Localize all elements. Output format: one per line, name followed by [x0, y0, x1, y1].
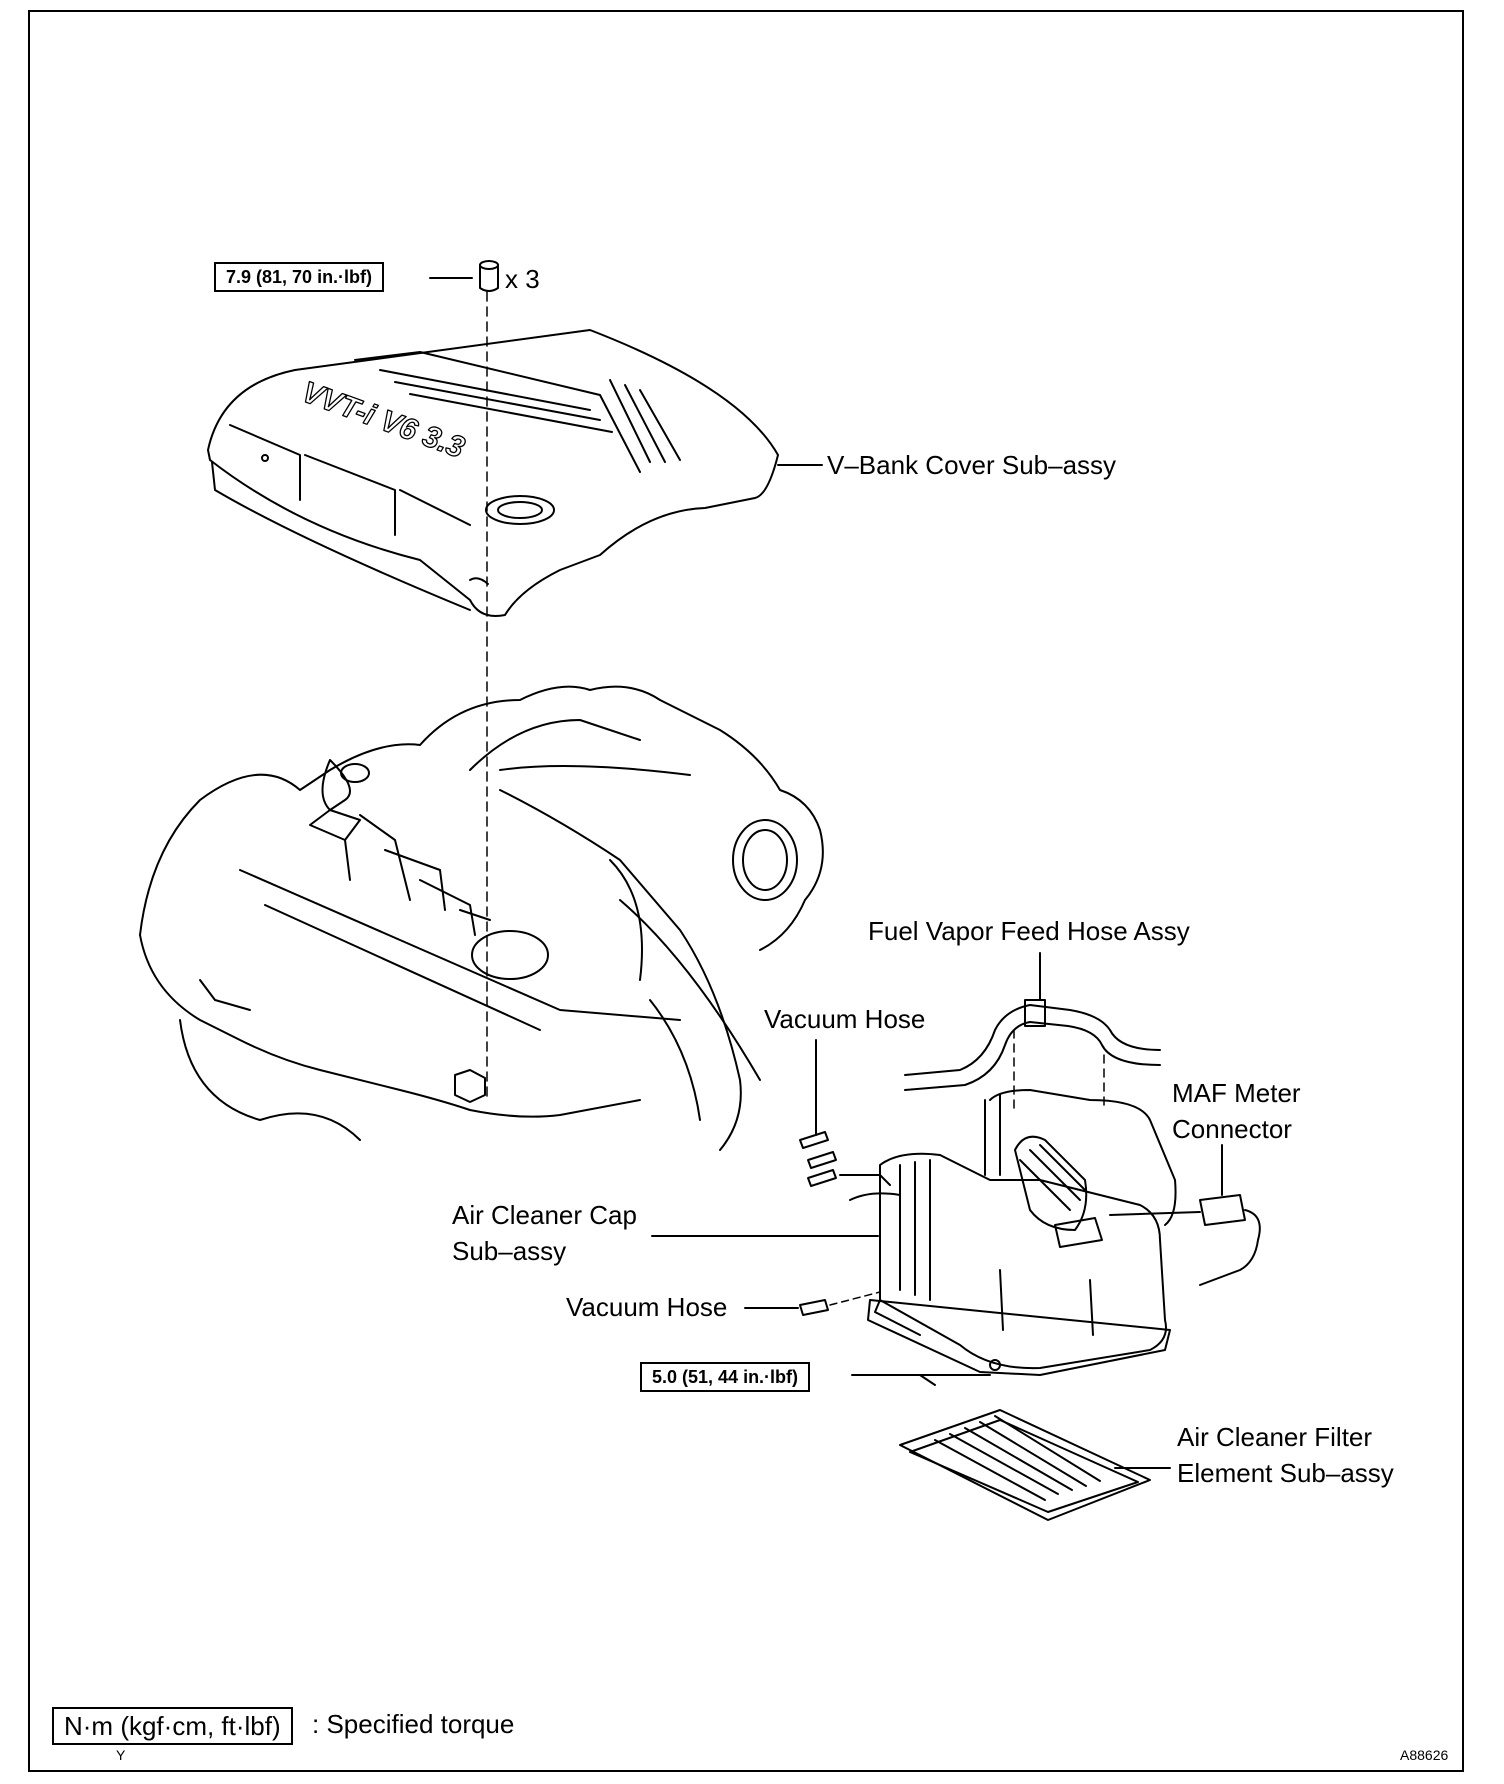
label-vacuum-hose-lower: Vacuum Hose: [566, 1292, 728, 1322]
label-maf-meter: MAF Meter: [1172, 1078, 1301, 1108]
quantity-label: x 3: [505, 264, 540, 294]
label-maf-connector: Connector: [1172, 1114, 1292, 1144]
diagram-frame: [28, 10, 1464, 1772]
nut-icon: [479, 260, 499, 292]
torque-spec-cleaner-bolt: 5.0 (51, 44 in.·lbf): [640, 1362, 811, 1392]
label-air-filter: Air Cleaner Filter: [1177, 1422, 1373, 1452]
engine-drawing: [139, 685, 824, 1151]
label-air-cleaner-cap-2: Sub–assy: [452, 1236, 567, 1266]
engine-emblem: VVT-i V6 3.3: [298, 376, 469, 465]
fuel-vapor-hose-drawing: [904, 999, 1161, 1091]
dashed-vacuum-lower: [829, 1291, 881, 1306]
vacuum-hose-upper-drawing: [799, 1131, 837, 1187]
air-filter-drawing: [899, 1409, 1151, 1521]
legend-description: : Specified torque: [312, 1709, 515, 1739]
legend-unit-box: N·m (kgf·cm, ft·lbf): [52, 1707, 293, 1745]
label-air-cleaner-cap: Air Cleaner Cap: [452, 1200, 637, 1230]
vacuum-hose-lower-drawing: [799, 1299, 829, 1316]
label-v-bank-cover: V–Bank Cover Sub–assy: [827, 450, 1117, 480]
label-fuel-vapor-hose: Fuel Vapor Feed Hose Assy: [868, 916, 1190, 946]
air-cleaner-cap-drawing: [839, 1089, 1177, 1386]
maf-connector-drawing: [1109, 1194, 1261, 1286]
torque-spec-cover-nut: 7.9 (81, 70 in.·lbf): [214, 262, 385, 292]
legend-mark: Y: [116, 1747, 126, 1763]
v-bank-cover-drawing: VVT-i V6 3.3: [207, 329, 779, 617]
label-air-filter-2: Element Sub–assy: [1177, 1458, 1394, 1488]
figure-code: A88626: [1400, 1747, 1449, 1763]
label-vacuum-hose-upper: Vacuum Hose: [764, 1004, 926, 1034]
